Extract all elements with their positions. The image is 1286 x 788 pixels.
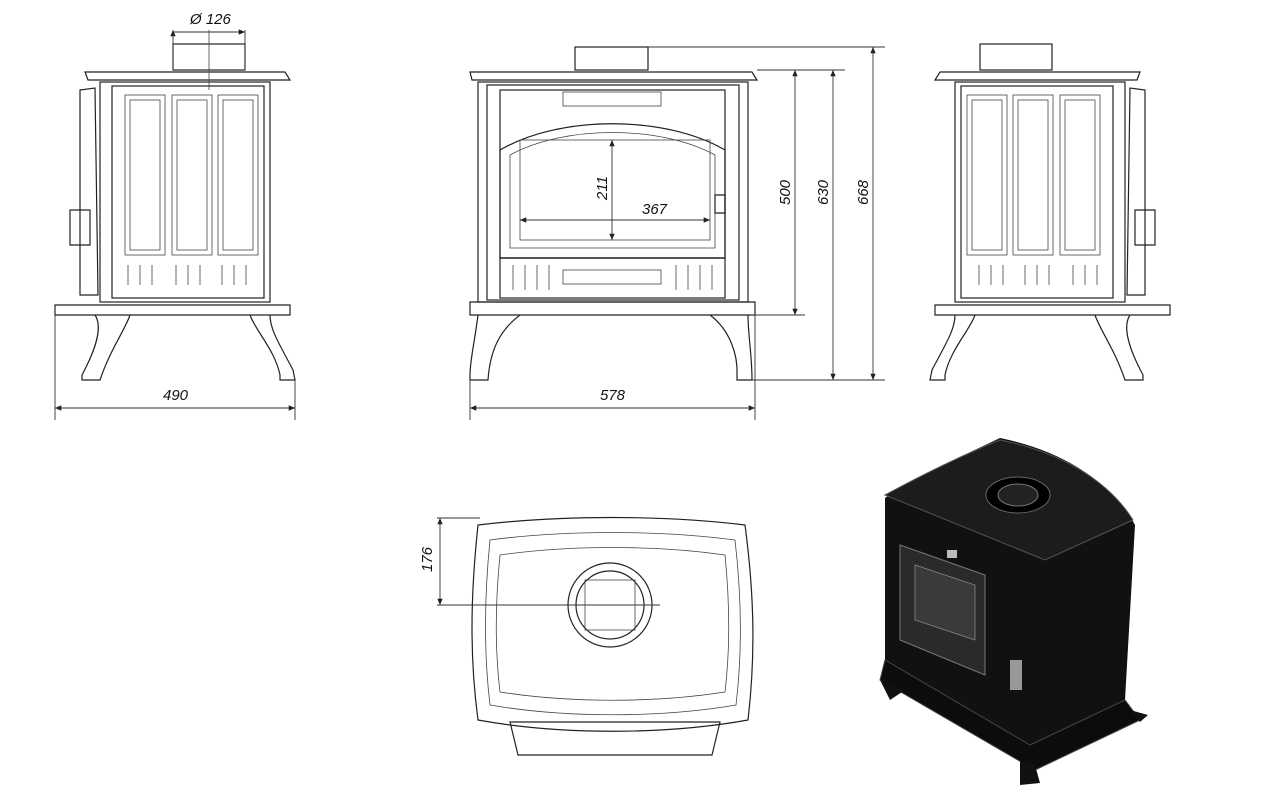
label-glass-height: 211	[594, 176, 611, 201]
dimension-front-width: 578	[469, 315, 756, 420]
dimension-flue-diameter: Ø 126	[173, 11, 245, 90]
label-height-630: 630	[815, 179, 832, 205]
dimension-glass: 211 367	[520, 140, 710, 240]
label-flue-diameter: Ø 126	[189, 11, 232, 28]
stove-3d-render	[879, 438, 1148, 785]
label-height-668: 668	[855, 179, 872, 205]
top-view: 176	[419, 516, 754, 756]
label-height-500: 500	[777, 179, 794, 205]
label-glass-width: 367	[642, 201, 668, 218]
side-view-left	[54, 43, 296, 381]
side-view-right	[929, 43, 1171, 381]
dimension-side-width: 490	[54, 315, 296, 420]
front-view	[469, 46, 759, 381]
label-front-width: 578	[600, 387, 626, 404]
label-side-width: 490	[163, 387, 189, 404]
label-flue-offset: 176	[419, 546, 436, 572]
dimension-heights: 500 630 668	[648, 46, 885, 381]
